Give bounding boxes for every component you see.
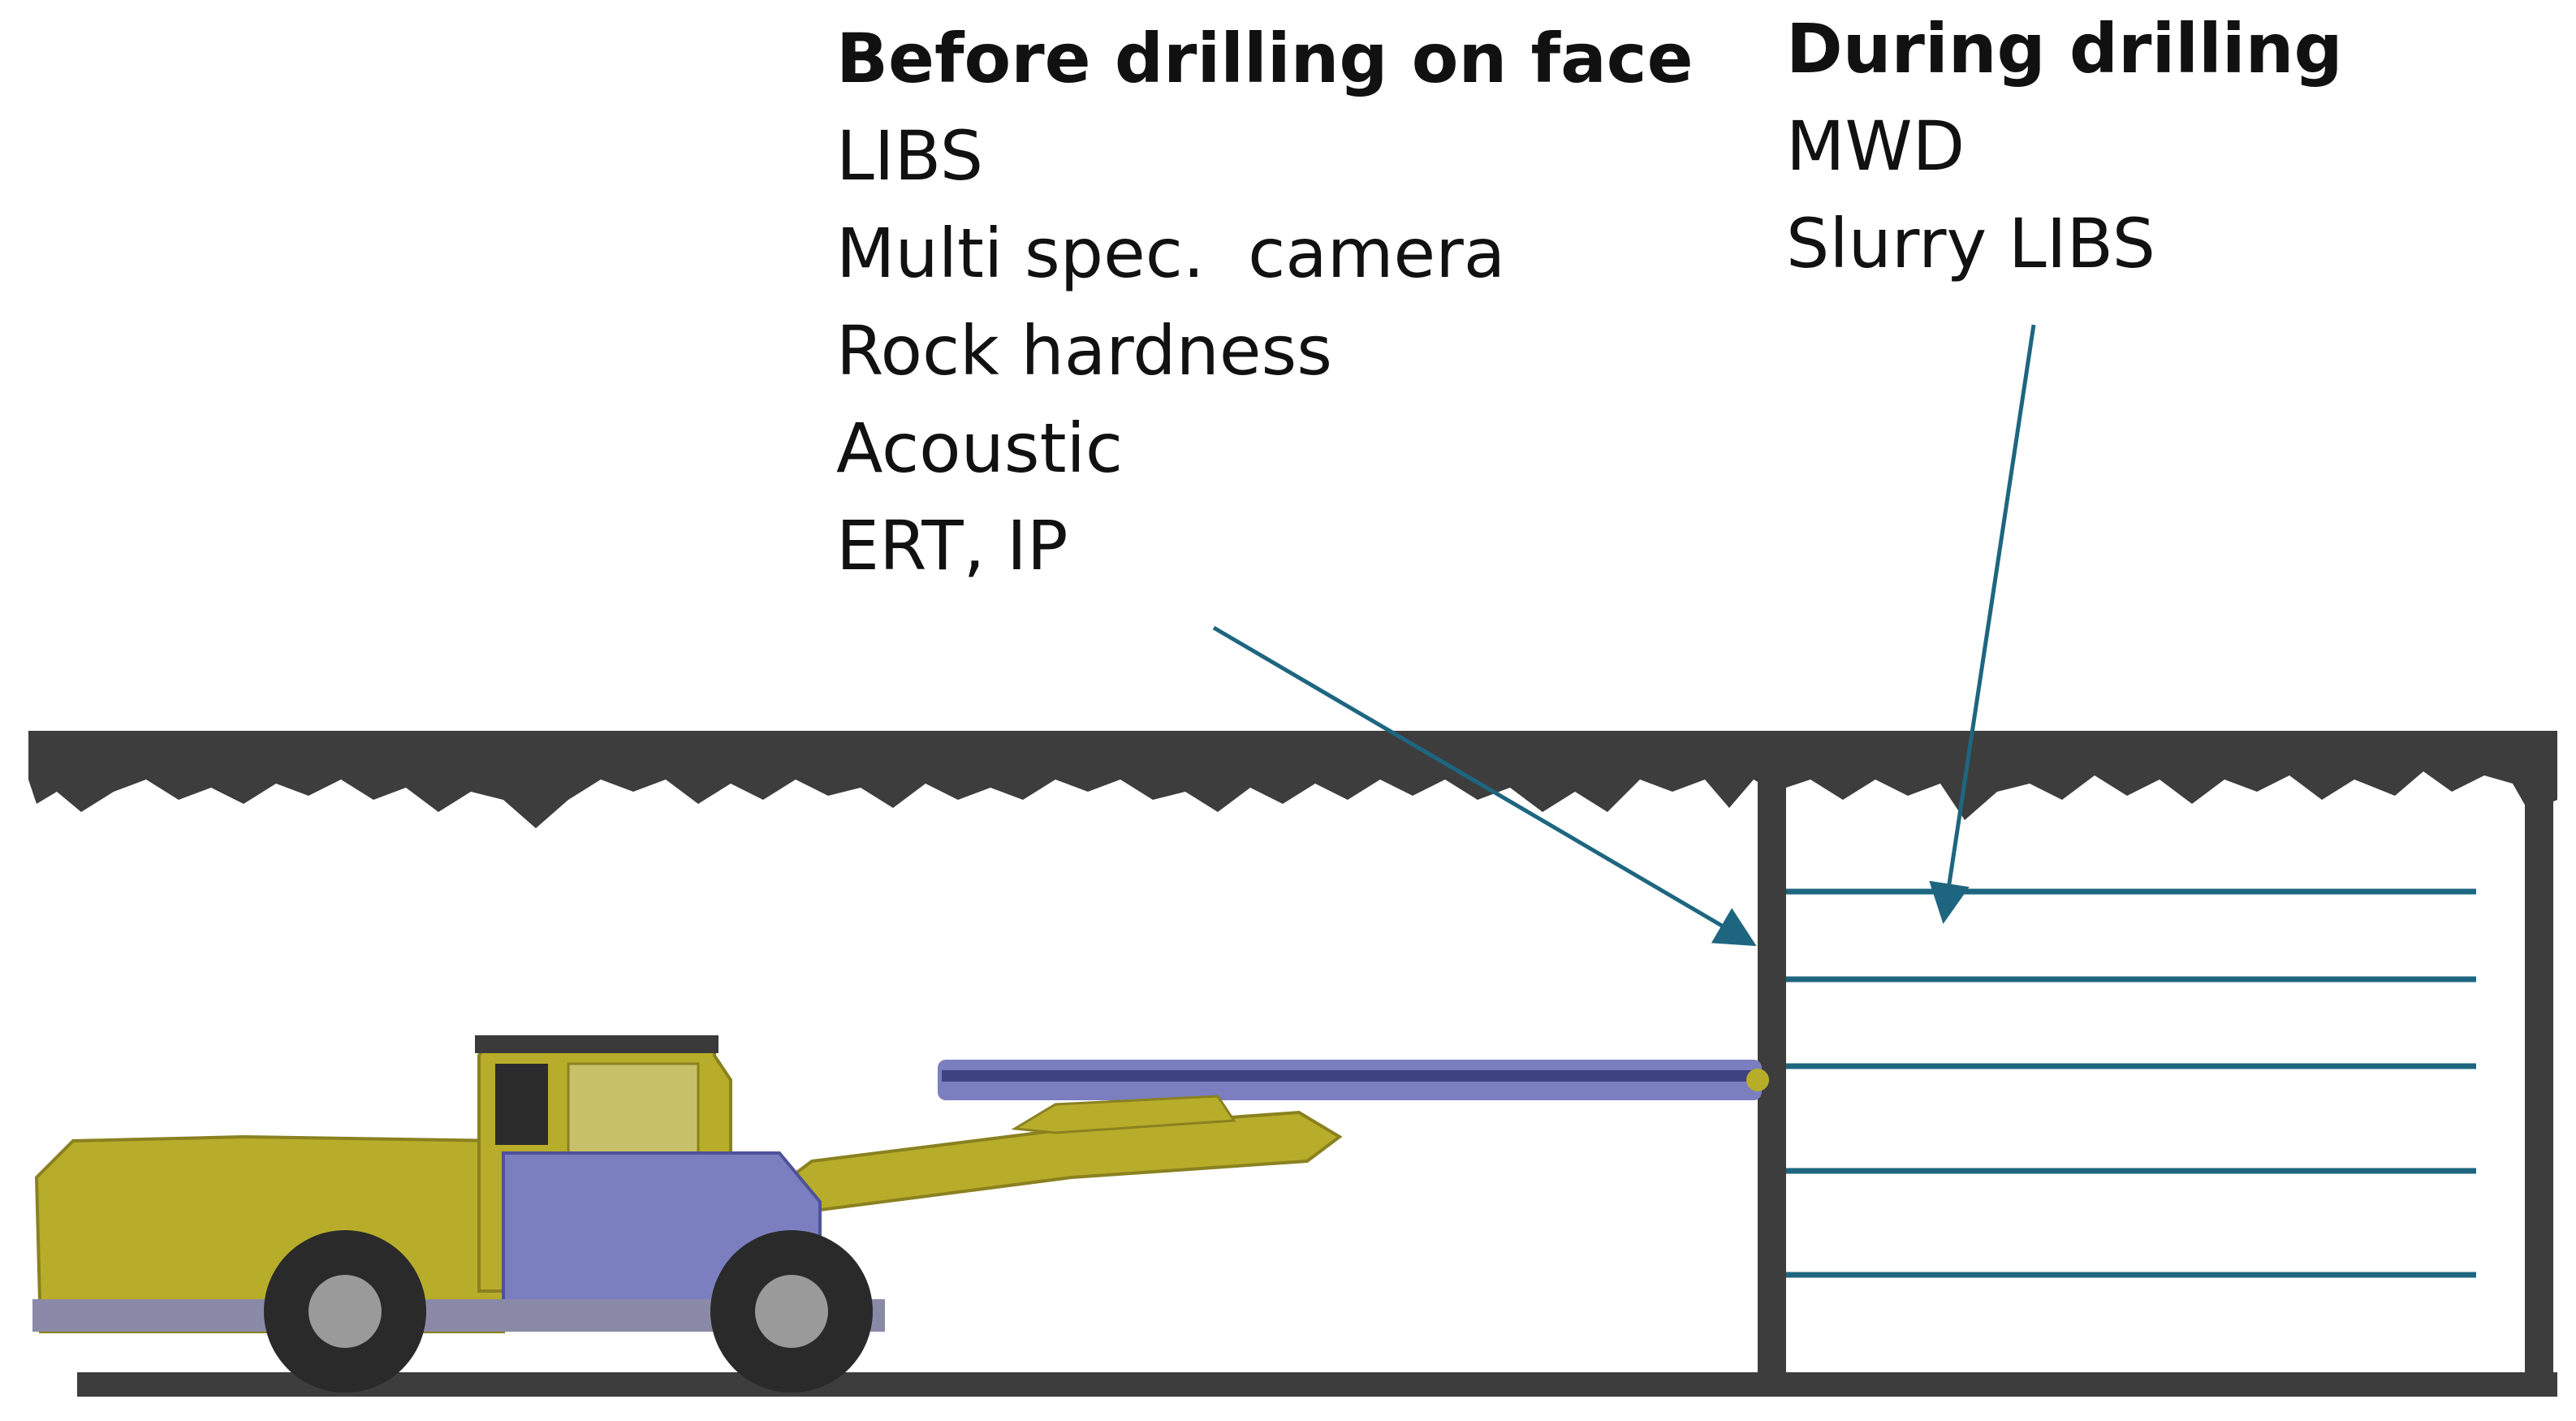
drill-boom (776, 1110, 1343, 1212)
front-hub (755, 1275, 828, 1348)
cab-window (495, 1064, 548, 1145)
drill-bit (1746, 1069, 1769, 1091)
before-item-hardness: Rock hardness (836, 311, 1333, 391)
cab-roof (475, 1035, 718, 1053)
during-drilling-block: During drilling MWD Slurry LIBS (1786, 15, 2343, 307)
before-item-camera: Multi spec. camera (836, 214, 1506, 293)
during-item-mwd: MWD (1786, 106, 1965, 186)
arrow-during-to-drillhole (1929, 324, 2036, 924)
tunnel-floor (77, 1372, 2557, 1397)
cab-window-side (567, 1062, 700, 1155)
before-item-libs: LIBS (836, 116, 984, 196)
rear-hub (309, 1275, 382, 1348)
before-drilling-title: Before drilling on face (836, 19, 1694, 98)
before-item-acoustic: Acoustic (836, 408, 1124, 488)
face-right-wall (2525, 780, 2553, 1397)
during-item-slurry: Slurry LIBS (1786, 204, 2155, 283)
drill-feed-rail (942, 1070, 1758, 1082)
before-drilling-block: Before drilling on face LIBS Multi spec.… (836, 24, 1694, 609)
before-item-ert: ERT, IP (836, 506, 1068, 585)
drillholes (1786, 888, 2476, 1278)
rock-ceiling (28, 731, 2557, 828)
during-drilling-title: During drilling (1786, 9, 2343, 89)
drill-rig (32, 1035, 1769, 1393)
boom-support (1011, 1095, 1236, 1134)
arrow-before-to-face (1212, 625, 1757, 947)
